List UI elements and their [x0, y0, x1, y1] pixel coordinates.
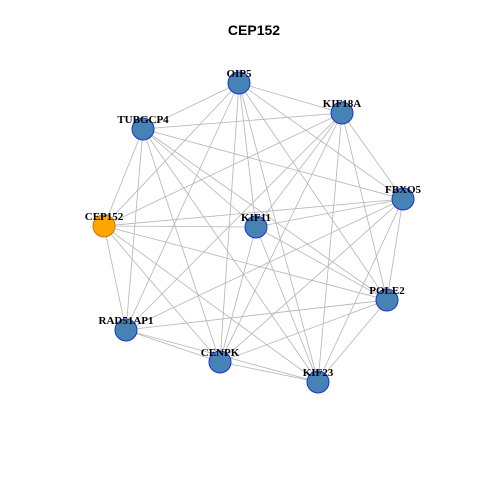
edge-oip5-kif23 [238, 82, 319, 383]
node-label-cenpk: CENPK [201, 347, 240, 359]
edge-cep152-kif23 [103, 225, 319, 383]
node-kif18a [330, 101, 354, 125]
node-cep152 [92, 214, 116, 238]
edge-tubgcp4-kif11 [142, 128, 257, 228]
node-layer [92, 71, 415, 394]
edge-kif18a-kif23 [317, 112, 343, 383]
node-pole2 [375, 288, 399, 312]
edge-oip5-kif11 [238, 82, 257, 228]
edge-fbxo5-pole2 [386, 198, 404, 301]
edge-kif18a-kif11 [255, 112, 343, 228]
edge-cenpk-kif23 [219, 361, 319, 383]
edge-pole2-cenpk [219, 299, 388, 363]
node-label-kif11: KIF11 [241, 212, 271, 224]
node-tubgcp4 [131, 117, 155, 141]
edge-oip5-cenpk [219, 82, 240, 363]
node-label-oip5: OIP5 [226, 68, 252, 80]
edge-tubgcp4-kif23 [142, 128, 319, 383]
edge-tubgcp4-fbxo5 [142, 128, 404, 200]
edge-kif11-kif23 [255, 226, 319, 383]
node-cenpk [208, 350, 232, 374]
edge-tubgcp4-cenpk [142, 128, 221, 363]
node-label-kif23: KIF23 [303, 367, 334, 379]
node-fbxo5 [391, 187, 415, 211]
edge-tubgcp4-kif18a [142, 112, 343, 130]
edge-cep152-kif18a [103, 112, 343, 227]
edge-tubgcp4-rad51ap1 [125, 128, 144, 331]
edge-oip5-tubgcp4 [142, 82, 240, 130]
edge-cep152-pole2 [103, 225, 388, 301]
edge-cep152-rad51ap1 [103, 225, 127, 331]
edge-kif11-cenpk [219, 226, 257, 363]
node-kif23 [306, 370, 330, 394]
node-kif11 [244, 215, 268, 239]
edge-fbxo5-rad51ap1 [125, 198, 404, 331]
edge-fbxo5-kif23 [317, 198, 404, 383]
edge-cep152-kif11 [103, 225, 257, 228]
node-label-cep152: CEP152 [85, 211, 124, 223]
plot-title: CEP152 [228, 22, 280, 38]
node-oip5 [227, 71, 251, 95]
edge-kif18a-cenpk [219, 112, 343, 363]
edge-oip5-rad51ap1 [125, 82, 240, 331]
edge-fbxo5-cenpk [219, 198, 404, 363]
edge-layer [103, 82, 404, 383]
edge-kif18a-fbxo5 [341, 112, 404, 200]
node-label-pole2: POLE2 [369, 285, 405, 297]
edge-cep152-tubgcp4 [103, 128, 144, 227]
node-label-kif18a: KIF18A [323, 98, 362, 110]
edge-rad51ap1-cenpk [125, 329, 221, 363]
edge-pole2-kif23 [317, 299, 388, 383]
edge-pole2-rad51ap1 [125, 299, 388, 331]
node-label-rad51ap1: RAD51AP1 [99, 315, 154, 327]
edge-oip5-kif18a [238, 82, 343, 114]
edge-kif18a-rad51ap1 [125, 112, 343, 331]
edge-fbxo5-kif11 [255, 198, 404, 228]
node-label-fbxo5: FBXO5 [385, 184, 422, 196]
node-label-tubgcp4: TUBGCP4 [117, 114, 169, 126]
edge-kif11-pole2 [255, 226, 388, 301]
node-rad51ap1 [114, 318, 138, 342]
edge-cep152-oip5 [103, 82, 240, 227]
edge-cep152-fbxo5 [103, 198, 404, 227]
